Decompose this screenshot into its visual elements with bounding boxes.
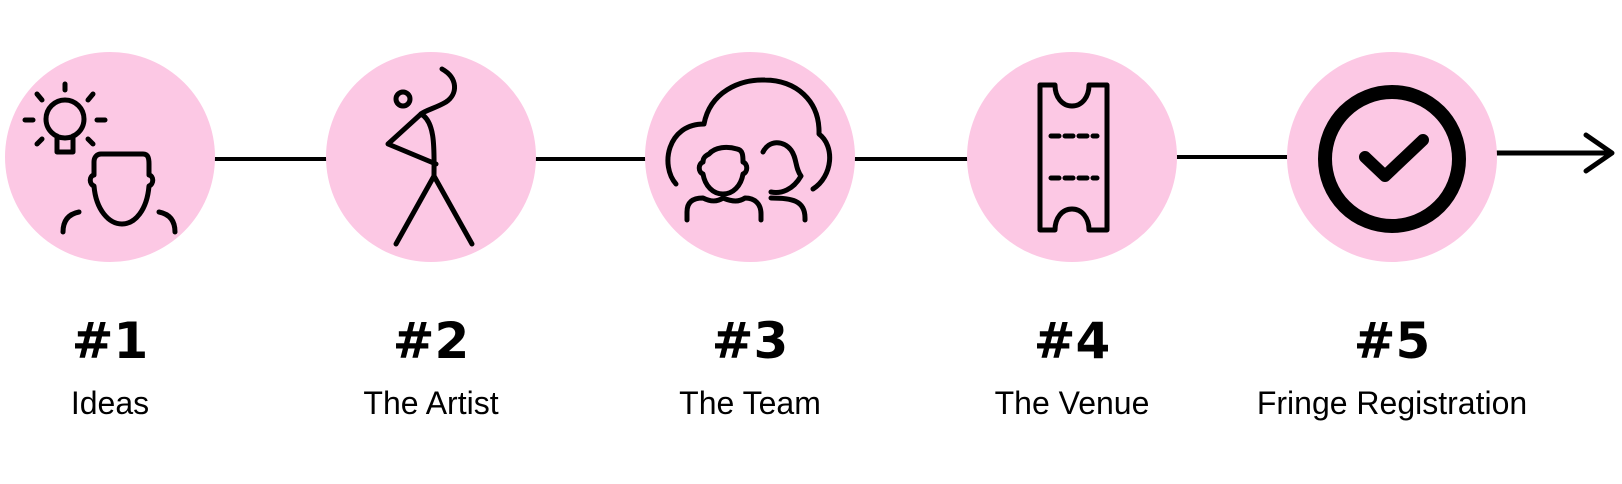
ticket-icon (1037, 82, 1110, 233)
step-5-number: #5 (1353, 312, 1431, 370)
step-1-circle (5, 52, 215, 262)
lightbulb-person-icon (22, 81, 178, 235)
team-icon (665, 77, 833, 223)
step-4-label: The Venue (994, 385, 1150, 421)
step-4-number: #4 (1033, 312, 1111, 370)
step-1-label: Ideas (70, 385, 150, 421)
step-2-circle (326, 52, 536, 262)
step-5-label: Fringe Registration (1256, 385, 1528, 421)
step-2-number: #2 (392, 312, 470, 370)
step-1-number: #1 (71, 312, 149, 370)
step-3-label: The Team (679, 385, 821, 421)
dancer-icon (385, 66, 475, 247)
step-4-circle (967, 52, 1177, 262)
checkmark-circle-icon (1318, 85, 1466, 233)
step-3-circle (645, 52, 855, 262)
step-3-number: #3 (711, 312, 789, 370)
step-5-circle (1287, 52, 1497, 262)
step-2-label: The Artist (363, 385, 499, 421)
arrow-head-icon (1583, 132, 1615, 174)
